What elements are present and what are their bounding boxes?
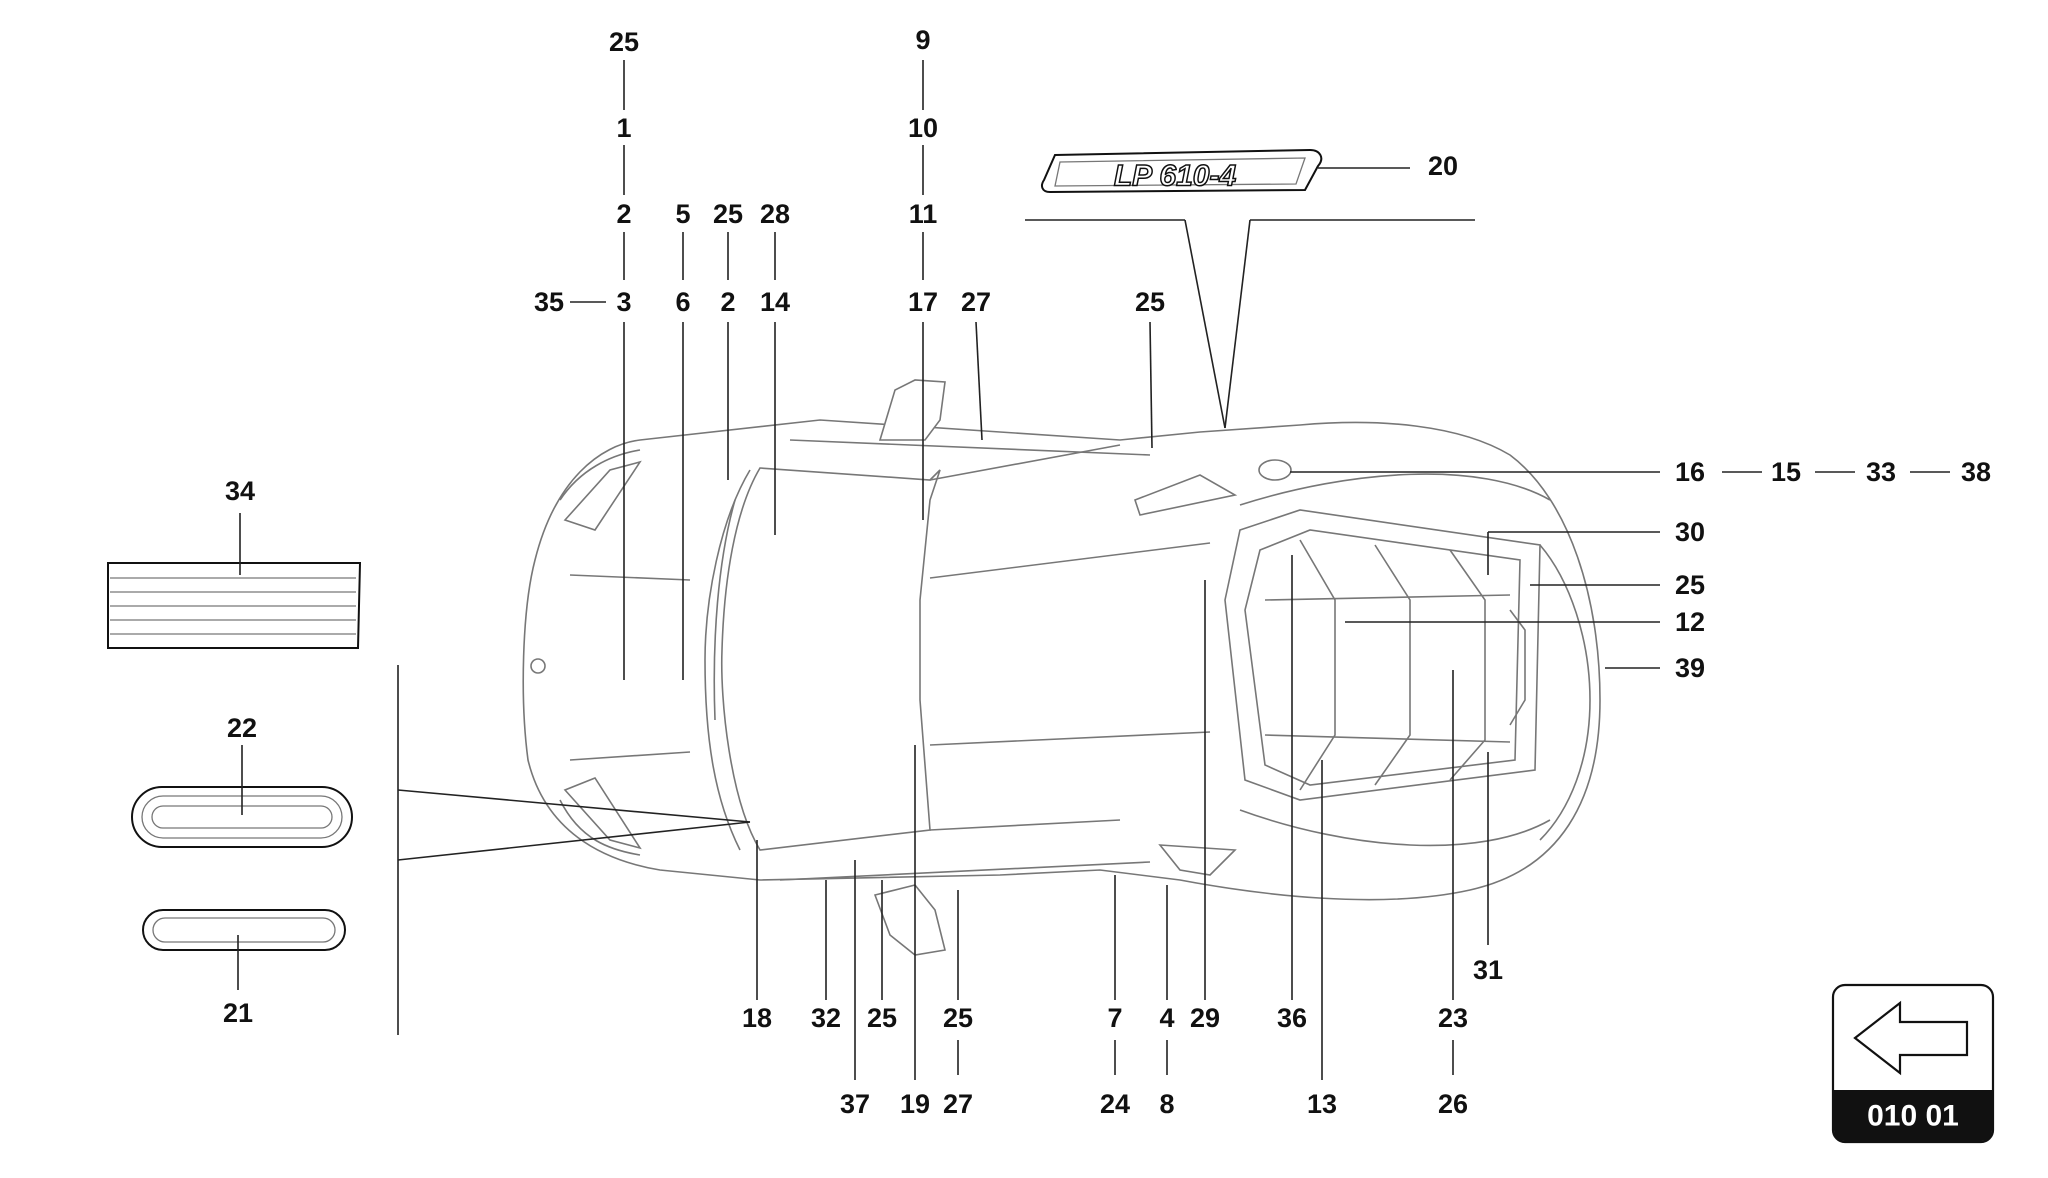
callout-22: 22 bbox=[227, 713, 257, 743]
callout-19: 19 bbox=[900, 1089, 930, 1119]
callout-15: 15 bbox=[1771, 457, 1801, 487]
callout-24: 24 bbox=[1100, 1089, 1130, 1119]
callout-32: 32 bbox=[811, 1003, 841, 1033]
callout-37: 37 bbox=[840, 1089, 870, 1119]
badge-text: LP 610-4 bbox=[1114, 160, 1237, 193]
callout-14: 14 bbox=[760, 287, 790, 317]
stripe-part-34 bbox=[107, 562, 362, 649]
callout-2: 2 bbox=[720, 287, 735, 317]
page-number: 010 01 bbox=[1867, 1100, 1959, 1133]
callout-20: 20 bbox=[1428, 151, 1458, 181]
page-nav-button[interactable]: 010 01 bbox=[1831, 983, 1995, 1144]
emblem-part-21 bbox=[142, 909, 346, 951]
callout-38: 38 bbox=[1961, 457, 1991, 487]
callout-7: 7 bbox=[1107, 1003, 1122, 1033]
callout-12: 12 bbox=[1675, 607, 1705, 637]
callout-27: 27 bbox=[943, 1089, 973, 1119]
callout-13: 13 bbox=[1307, 1089, 1337, 1119]
callout-21: 21 bbox=[223, 998, 253, 1028]
callout-27: 27 bbox=[961, 287, 991, 317]
callout-23: 23 bbox=[1438, 1003, 1468, 1033]
callout-numbers: 25 1 2 35 3 5 6 25 2 28 14 9 10 11 17 27… bbox=[223, 25, 1991, 1119]
callout-28: 28 bbox=[760, 199, 790, 229]
callout-30: 30 bbox=[1675, 517, 1705, 547]
callout-33: 33 bbox=[1866, 457, 1896, 487]
callout-16: 16 bbox=[1675, 457, 1705, 487]
callout-25: 25 bbox=[1675, 570, 1705, 600]
callout-1: 1 bbox=[616, 113, 631, 143]
callout-25: 25 bbox=[713, 199, 743, 229]
callout-39: 39 bbox=[1675, 653, 1705, 683]
callout-3: 3 bbox=[616, 287, 631, 317]
callout-25: 25 bbox=[609, 27, 639, 57]
callout-34: 34 bbox=[225, 476, 255, 506]
callout-29: 29 bbox=[1190, 1003, 1220, 1033]
car-top-view bbox=[522, 379, 1601, 956]
callout-6: 6 bbox=[675, 287, 690, 317]
callout-4: 4 bbox=[1159, 1003, 1174, 1033]
callout-26: 26 bbox=[1438, 1089, 1468, 1119]
callout-25: 25 bbox=[943, 1003, 973, 1033]
callout-5: 5 bbox=[675, 199, 690, 229]
callout-36: 36 bbox=[1277, 1003, 1307, 1033]
callout-10: 10 bbox=[908, 113, 938, 143]
callout-31: 31 bbox=[1473, 955, 1503, 985]
callout-9: 9 bbox=[915, 25, 930, 55]
arrow-left-icon bbox=[1853, 1000, 1969, 1076]
callout-25: 25 bbox=[1135, 287, 1165, 317]
lp-610-4-badge: LP 610-4 bbox=[1041, 148, 1323, 193]
callout-11: 11 bbox=[909, 199, 938, 229]
callout-35: 35 bbox=[534, 287, 564, 317]
leader-lines bbox=[237, 60, 1950, 1080]
callout-8: 8 bbox=[1159, 1089, 1174, 1119]
callout-18: 18 bbox=[742, 1003, 772, 1033]
callout-17: 17 bbox=[908, 287, 938, 317]
callout-25: 25 bbox=[867, 1003, 897, 1033]
callout-2: 2 bbox=[616, 199, 631, 229]
